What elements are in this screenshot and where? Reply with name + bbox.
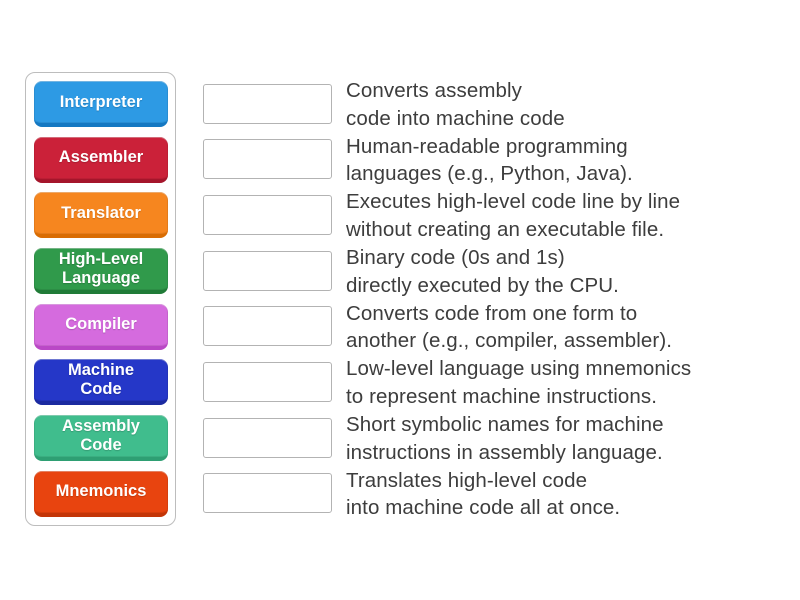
answer-drop-slot[interactable] (203, 139, 332, 180)
keyword-tile[interactable]: Translator (34, 192, 168, 239)
definition-line-1: Binary code (0s and 1s) (346, 246, 565, 270)
answer-drop-slot[interactable] (203, 361, 332, 402)
definition-text: Converts assembly code into machine code (346, 77, 565, 132)
definition-line-1: Converts assembly (346, 79, 523, 102)
definition-line-2: without creating an executable file. (346, 217, 665, 241)
definition-line-2: another (e.g., compiler, assembler). (346, 329, 673, 353)
definition-text: Human-readable programming languages (e.g… (346, 133, 633, 188)
keyword-label: Mnemonics (55, 482, 147, 501)
keyword-label: High-Level Language (58, 250, 144, 288)
keyword-label: Interpreter (59, 92, 143, 111)
definition-line-2: directly executed by the CPU. (346, 273, 619, 297)
definition-line-2: languages (e.g., Python, Java). (346, 162, 633, 186)
keyword-label: Assembler (58, 148, 144, 167)
definition-line-1: Short symbolic names for machine (346, 413, 664, 437)
definition-text: Low-level language using mnemonics to rep… (346, 355, 691, 410)
definition-row: Converts assembly code into machine code (203, 77, 788, 133)
definition-row: Low-level language using mnemonics to rep… (203, 355, 788, 411)
definition-line-2: into machine code all at once. (346, 496, 621, 520)
definition-text: Translates high-level code into machine c… (346, 467, 620, 522)
answer-drop-slot[interactable] (203, 250, 332, 291)
definition-line-1: Translates high-level code (346, 468, 588, 492)
definition-text: Short symbolic names for machine instruct… (346, 411, 664, 466)
keywords-panel: Interpreter Assembler Translator High-Le… (25, 72, 176, 526)
definition-row: Human-readable programming languages (e.g… (203, 133, 788, 189)
keyword-tile[interactable]: Interpreter (34, 81, 168, 127)
keyword-tile[interactable]: Assembler (34, 136, 168, 183)
definition-line-1: Low-level language using mnemonics (346, 357, 692, 381)
keyword-tile[interactable]: High-Level Language (34, 248, 168, 295)
definition-line-2: code into machine code (346, 106, 565, 130)
answer-drop-slot[interactable] (203, 417, 332, 458)
keyword-label: Compiler (65, 315, 137, 334)
keyword-label: Translator (61, 203, 141, 222)
definition-row: Converts code from one form to another (e… (203, 300, 788, 356)
definition-line-1: Human-readable programming (346, 134, 628, 158)
answer-drop-slot[interactable] (203, 473, 332, 514)
definition-line-2: to represent machine instructions. (346, 385, 658, 409)
definition-text: Binary code (0s and 1s) directly executed… (346, 244, 619, 299)
keyword-tile[interactable]: Assembly Code (34, 415, 168, 462)
definition-row: Translates high-level code into machine c… (203, 467, 788, 523)
definition-line-2: instructions in assembly language. (346, 440, 663, 464)
definition-line-1: Executes high-level code line by line (346, 190, 681, 214)
keyword-tile[interactable]: Compiler (34, 303, 168, 350)
definition-text: Converts code from one form to another (e… (346, 300, 672, 355)
definition-row: Executes high-level code line by line wit… (203, 188, 788, 244)
keyword-label: Assembly Code (62, 417, 140, 455)
keyword-label: Machine Code (67, 361, 135, 399)
definition-text: Executes high-level code line by line wit… (346, 188, 680, 243)
definition-line-1: Converts code from one form to (346, 301, 638, 325)
answer-drop-slot[interactable] (203, 83, 332, 124)
definition-row: Binary code (0s and 1s) directly executed… (203, 244, 788, 300)
answer-drop-slot[interactable] (203, 306, 332, 347)
definition-row: Short symbolic names for machine instruct… (203, 411, 788, 467)
answer-drop-slot[interactable] (203, 194, 332, 235)
keyword-tile[interactable]: Mnemonics (34, 470, 168, 517)
keyword-tile[interactable]: Machine Code (34, 359, 168, 406)
